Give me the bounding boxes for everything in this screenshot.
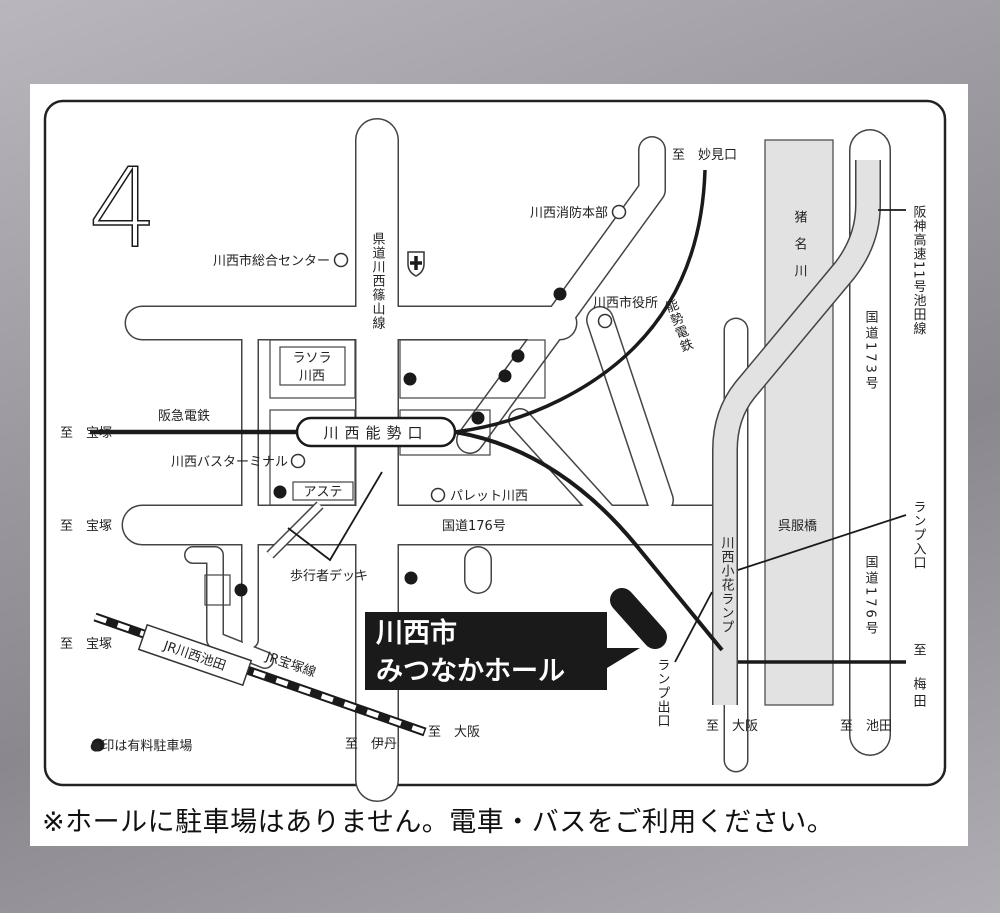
to-takarazuka-1: 至 宝塚 <box>60 426 112 441</box>
ramp-out-label: ランプ出口 <box>655 658 670 728</box>
map-number: 4 <box>88 144 158 272</box>
to-umeda-label: 至 梅田 <box>911 643 927 711</box>
to-myokenguchi-label: 至 妙見口 <box>672 148 737 163</box>
river-inagawa <box>764 139 834 706</box>
river-label: 猪名川 <box>792 210 808 291</box>
blocks <box>204 339 546 606</box>
deck-label: 歩行者デッキ <box>290 568 368 584</box>
lasora-building <box>279 346 346 386</box>
ramp-out-leader <box>674 591 713 663</box>
hankyu-label: 阪急電鉄 <box>158 409 210 424</box>
ramp-in-leader <box>737 514 907 571</box>
station-kawanishi-noseguchi <box>295 416 457 448</box>
shiyakusho-label: 川西市役所 <box>593 295 658 311</box>
route176-v-label: 国道176号 <box>863 555 879 637</box>
to-osaka-jr: 至 大阪 <box>428 725 480 740</box>
ramp-in-label: ランプ入口 <box>911 500 927 570</box>
footer-note: ※ホールに駐車場はありません。電車・バスをご利用ください。 <box>42 807 835 838</box>
pallet-label: パレット川西 <box>450 489 528 504</box>
aste-building <box>292 481 354 501</box>
hall-building-marker <box>610 588 667 649</box>
to-osaka-ramp: 至 大阪 <box>706 719 758 734</box>
sogo-center-label: 川西市総合センター <box>213 253 330 269</box>
station-kawanishi-noseguchi-label: 川西能勢口 <box>323 424 428 442</box>
lasora-label-2: 川西 <box>299 369 325 384</box>
to-takarazuka-3: 至 宝塚 <box>60 637 112 652</box>
route173-label: 国道173号 <box>863 310 879 392</box>
hospital-icon <box>407 251 425 277</box>
hall-name-line2: みつなかホール <box>376 656 565 687</box>
kendo-label: 県道川西篠山線 <box>370 232 386 330</box>
bus-terminal-label: 川西バスターミナル <box>171 455 288 470</box>
landmark-markers <box>290 204 627 503</box>
deck-leader <box>287 471 383 562</box>
aste-label: アステ <box>303 485 342 500</box>
route176-label: 国道176号 <box>442 519 506 534</box>
parking-markers <box>91 287 567 752</box>
hall-name-line1: 川西市 <box>376 617 457 649</box>
hanshin-expressway-label: 阪神高速11号池田線 <box>911 205 927 336</box>
obana-ramp-label: 川西小花ランプ <box>719 536 735 634</box>
to-takarazuka-2: 至 宝塚 <box>60 519 112 534</box>
parking-legend: ●印は有料駐車場 <box>90 739 192 754</box>
nose-railway-line <box>454 169 707 434</box>
kuretoribashi-label: 呉服橋 <box>778 519 817 534</box>
lasora-label: ラソラ <box>292 351 331 366</box>
to-ikeda: 至 池田 <box>840 719 892 734</box>
hall-label-box <box>365 612 640 690</box>
route-to-ramp <box>454 430 724 652</box>
pedestrian-deck <box>267 502 323 558</box>
hanshin-expressway <box>713 160 880 705</box>
to-itami: 至 伊丹 <box>345 737 397 752</box>
shobo-label: 川西消防本部 <box>530 205 608 221</box>
